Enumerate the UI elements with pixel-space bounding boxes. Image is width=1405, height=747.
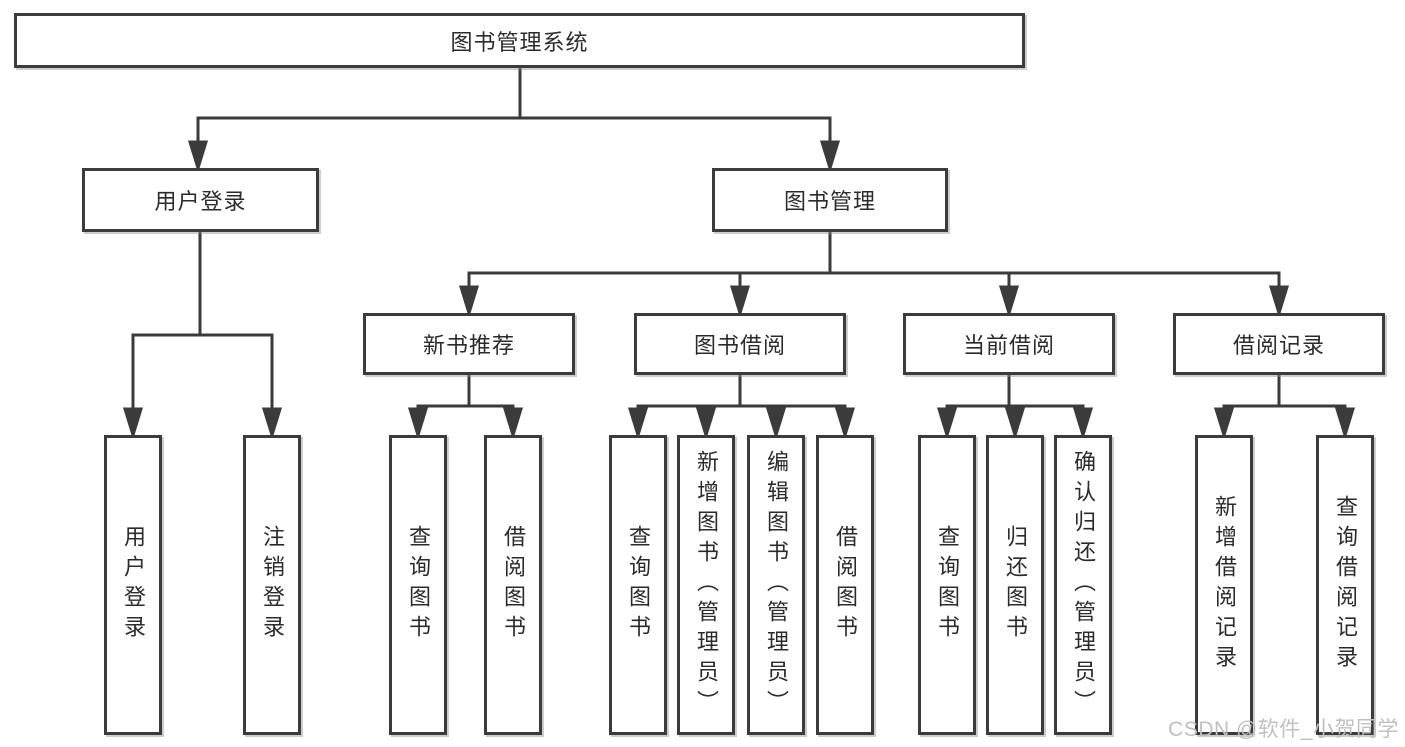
node-leaf-user-login-label: 用户登录: [121, 525, 146, 645]
node-leaf-add-book-admin-label: 新增图书（管理员）: [694, 450, 719, 720]
node-leaf-query-book-borrow: 查询图书: [609, 435, 667, 735]
node-leaf-confirm-return-admin-label: 确认归还（管理员）: [1071, 450, 1096, 720]
node-borrow-records-label: 借阅记录: [1232, 333, 1325, 358]
arrowhead: [834, 407, 856, 441]
node-leaf-query-borrow-record-label: 查询借阅记录: [1333, 495, 1358, 675]
arrowhead: [627, 407, 649, 441]
node-leaf-query-book-current-label: 查询图书: [935, 525, 960, 645]
arrowhead: [1072, 407, 1094, 441]
watermark: CSDN @软件_小贺同学: [1168, 718, 1399, 741]
arrowhead: [1213, 407, 1235, 441]
node-leaf-query-book-current: 查询图书: [918, 435, 976, 735]
node-leaf-borrow-book: 借阅图书: [816, 435, 874, 735]
arrowhead: [261, 407, 283, 441]
node-leaf-borrow-book-rec-label: 借阅图书: [501, 525, 526, 645]
node-book-mgmt: 图书管理: [712, 168, 948, 232]
node-leaf-borrow-book-rec: 借阅图书: [484, 435, 542, 735]
arrowhead: [1268, 285, 1290, 319]
node-new-book-rec: 新书推荐: [363, 313, 575, 375]
node-leaf-edit-book-admin: 编辑图书（管理员）: [747, 435, 805, 735]
arrowhead: [1334, 407, 1356, 441]
arrowhead: [695, 407, 717, 441]
node-leaf-add-book-admin: 新增图书（管理员）: [677, 435, 735, 735]
node-leaf-logout-label: 注销登录: [260, 525, 285, 645]
arrowhead: [819, 140, 841, 174]
node-root: 图书管理系统: [14, 13, 1025, 68]
arrowhead: [1004, 407, 1026, 441]
node-book-mgmt-label: 图书管理: [783, 189, 876, 214]
node-book-borrow: 图书借阅: [634, 313, 846, 375]
arrowhead: [407, 407, 429, 441]
connector-new-book-rec-to-children: [407, 369, 524, 441]
node-root-label: 图书管理系统: [450, 29, 589, 55]
node-leaf-add-borrow-record: 新增借阅记录: [1195, 435, 1253, 735]
node-leaf-return-book-label: 归还图书: [1003, 525, 1028, 645]
arrowhead: [458, 285, 480, 319]
node-user-login: 用户登录: [82, 168, 319, 232]
arrowhead: [187, 140, 209, 174]
node-leaf-query-book-borrow-label: 查询图书: [626, 525, 651, 645]
node-leaf-user-login: 用户登录: [104, 435, 162, 735]
node-current-borrow-label: 当前借阅: [962, 333, 1055, 358]
connector-user-login-to-children: [122, 226, 283, 441]
node-leaf-logout: 注销登录: [243, 435, 301, 735]
connector-root-to-level2: [187, 62, 841, 174]
node-leaf-edit-book-admin-label: 编辑图书（管理员）: [764, 450, 789, 720]
node-leaf-return-book: 归还图书: [986, 435, 1044, 735]
node-borrow-records: 借阅记录: [1173, 313, 1385, 375]
node-new-book-rec-label: 新书推荐: [422, 333, 515, 358]
arrowhead: [502, 407, 524, 441]
arrowhead: [122, 407, 144, 441]
arrowhead: [998, 285, 1020, 319]
connector-borrow-records-to-children: [1213, 369, 1356, 441]
arrowhead: [936, 407, 958, 441]
connector-book-mgmt-to-level3: [458, 226, 1290, 319]
node-leaf-query-book-rec-label: 查询图书: [406, 525, 431, 645]
node-leaf-borrow-book-label: 借阅图书: [833, 525, 858, 645]
node-user-login-label: 用户登录: [154, 189, 247, 214]
node-current-borrow: 当前借阅: [903, 313, 1115, 375]
connector-current-borrow-to-children: [936, 369, 1094, 441]
node-leaf-add-borrow-record-label: 新增借阅记录: [1212, 495, 1237, 675]
node-leaf-query-book-rec: 查询图书: [389, 435, 447, 735]
node-book-borrow-label: 图书借阅: [693, 333, 786, 358]
node-leaf-confirm-return-admin: 确认归还（管理员）: [1054, 435, 1112, 735]
node-leaf-query-borrow-record: 查询借阅记录: [1316, 435, 1374, 735]
arrowhead: [765, 407, 787, 441]
connector-book-borrow-to-children: [627, 369, 856, 441]
arrowhead: [729, 285, 751, 319]
